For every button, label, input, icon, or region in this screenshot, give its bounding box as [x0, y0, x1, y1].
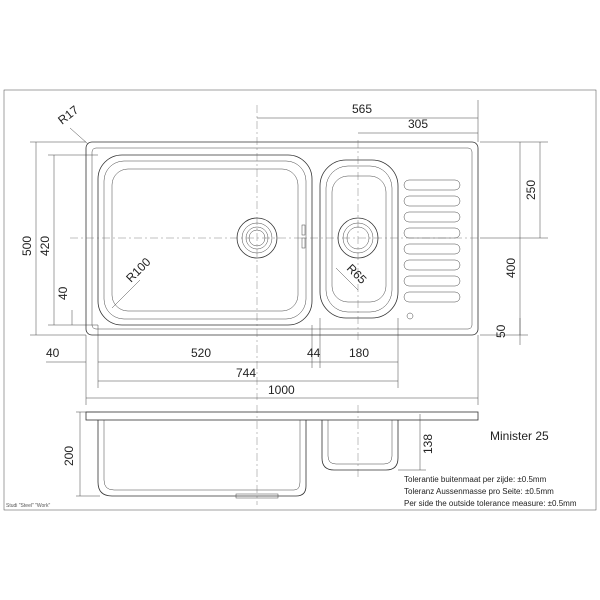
dim-label: 420	[38, 236, 52, 256]
dim-label: 400	[504, 258, 518, 278]
main-bowl-floor	[111, 168, 299, 312]
dim-label: 305	[408, 117, 428, 131]
main-bowl	[97, 154, 313, 326]
drainer-ribs	[403, 179, 461, 303]
drainer-rib	[403, 291, 461, 303]
dim-label: 40	[46, 346, 60, 360]
small-bowl-inner	[325, 165, 393, 313]
tolerance-note: Tolerantie buitenmaat per zijde: ±0.5mm	[404, 475, 547, 484]
drainer-rib	[403, 243, 461, 255]
small-bowl-floor	[331, 175, 387, 303]
sink-inner-rim	[91, 147, 473, 330]
model-name: Minister 25	[490, 429, 549, 443]
top-view	[70, 105, 480, 400]
side-small-bowl-inner	[327, 420, 393, 465]
side-small-bowl	[321, 420, 399, 471]
dim-label: 1000	[268, 383, 295, 397]
side-view: 200 138	[62, 405, 479, 505]
drainer-rib	[403, 275, 461, 287]
main-bowl-inner	[103, 160, 307, 320]
small-bowl	[319, 159, 399, 319]
drainer-rib	[403, 195, 461, 207]
dim-label: 250	[524, 180, 538, 200]
dim-label: R100	[123, 255, 153, 285]
dimension-lines	[30, 100, 548, 405]
drawing-frame	[3, 89, 597, 511]
tolerance-note: Toleranz Aussenmasse pro Seite: ±0.5mm	[404, 487, 554, 496]
side-main-bowl	[97, 420, 307, 497]
corner-note: Studi "Steel" "Work"	[6, 503, 50, 509]
drainer-rib	[403, 211, 461, 223]
dim-label: 565	[352, 102, 372, 116]
drainer-rib	[403, 227, 461, 239]
dim-label: 180	[349, 346, 369, 360]
dim-label: 44	[307, 346, 321, 360]
side-rim	[85, 411, 479, 421]
side-main-bowl-inner	[103, 420, 301, 491]
dim-label: 744	[236, 366, 256, 380]
tap-hole-mark	[406, 312, 414, 320]
dim-label: 40	[56, 286, 70, 300]
overflow-slot	[301, 237, 306, 249]
dim-label: 138	[421, 434, 435, 454]
dim-label: 50	[494, 324, 508, 338]
dim-label: 200	[62, 446, 76, 466]
overflow-slot	[301, 224, 306, 236]
sink-outer-outline	[85, 141, 479, 336]
drainer-rib	[403, 179, 461, 191]
dim-label: 500	[20, 236, 34, 256]
dim-label: R17	[55, 103, 81, 128]
dim-label: R65	[344, 261, 370, 287]
tolerance-note: Per side the outside tolerance measure: …	[404, 499, 577, 508]
drainer-rib	[403, 259, 461, 271]
dim-label: 520	[191, 346, 211, 360]
